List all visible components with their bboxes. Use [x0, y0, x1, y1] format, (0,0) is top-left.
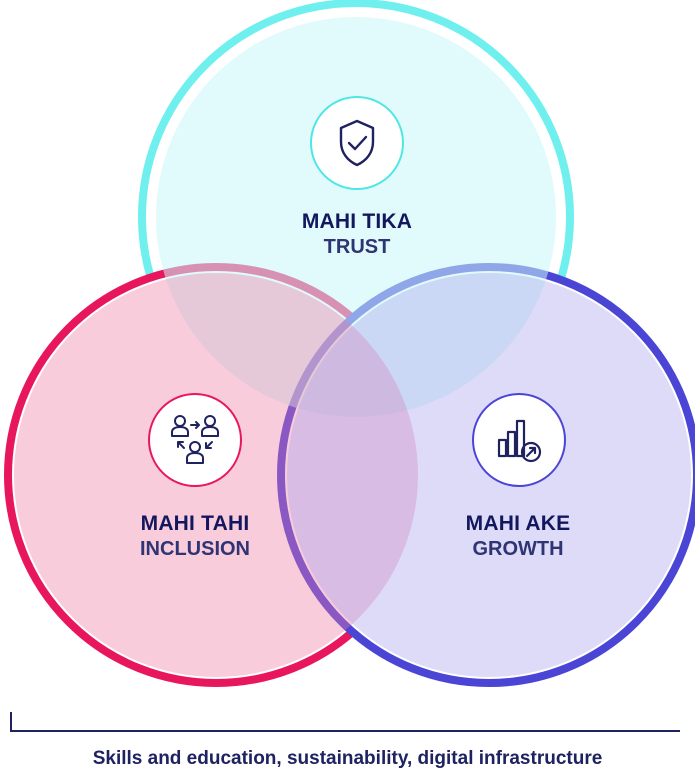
trust-maori-title: MAHI TIKA — [301, 210, 413, 233]
bar-chart-growth-icon — [472, 393, 566, 487]
trust-label: MAHI TIKA TRUST — [237, 209, 477, 260]
shield-check-icon — [310, 96, 404, 190]
growth-label: MAHI AKE GROWTH — [398, 511, 638, 562]
footer-bracket — [10, 712, 680, 732]
inclusion-label: MAHI TAHI INCLUSION — [75, 511, 315, 562]
inclusion-maori-title: MAHI TAHI — [140, 512, 250, 535]
inclusion-english-title: INCLUSION — [140, 538, 250, 561]
growth-maori-title: MAHI AKE — [465, 512, 571, 535]
growth-english-title: GROWTH — [472, 538, 564, 561]
footer-caption: Skills and education, sustainability, di… — [92, 748, 603, 769]
trust-english-title: TRUST — [323, 236, 391, 259]
trust-circle-fill — [156, 17, 556, 417]
people-exchange-icon — [148, 393, 242, 487]
